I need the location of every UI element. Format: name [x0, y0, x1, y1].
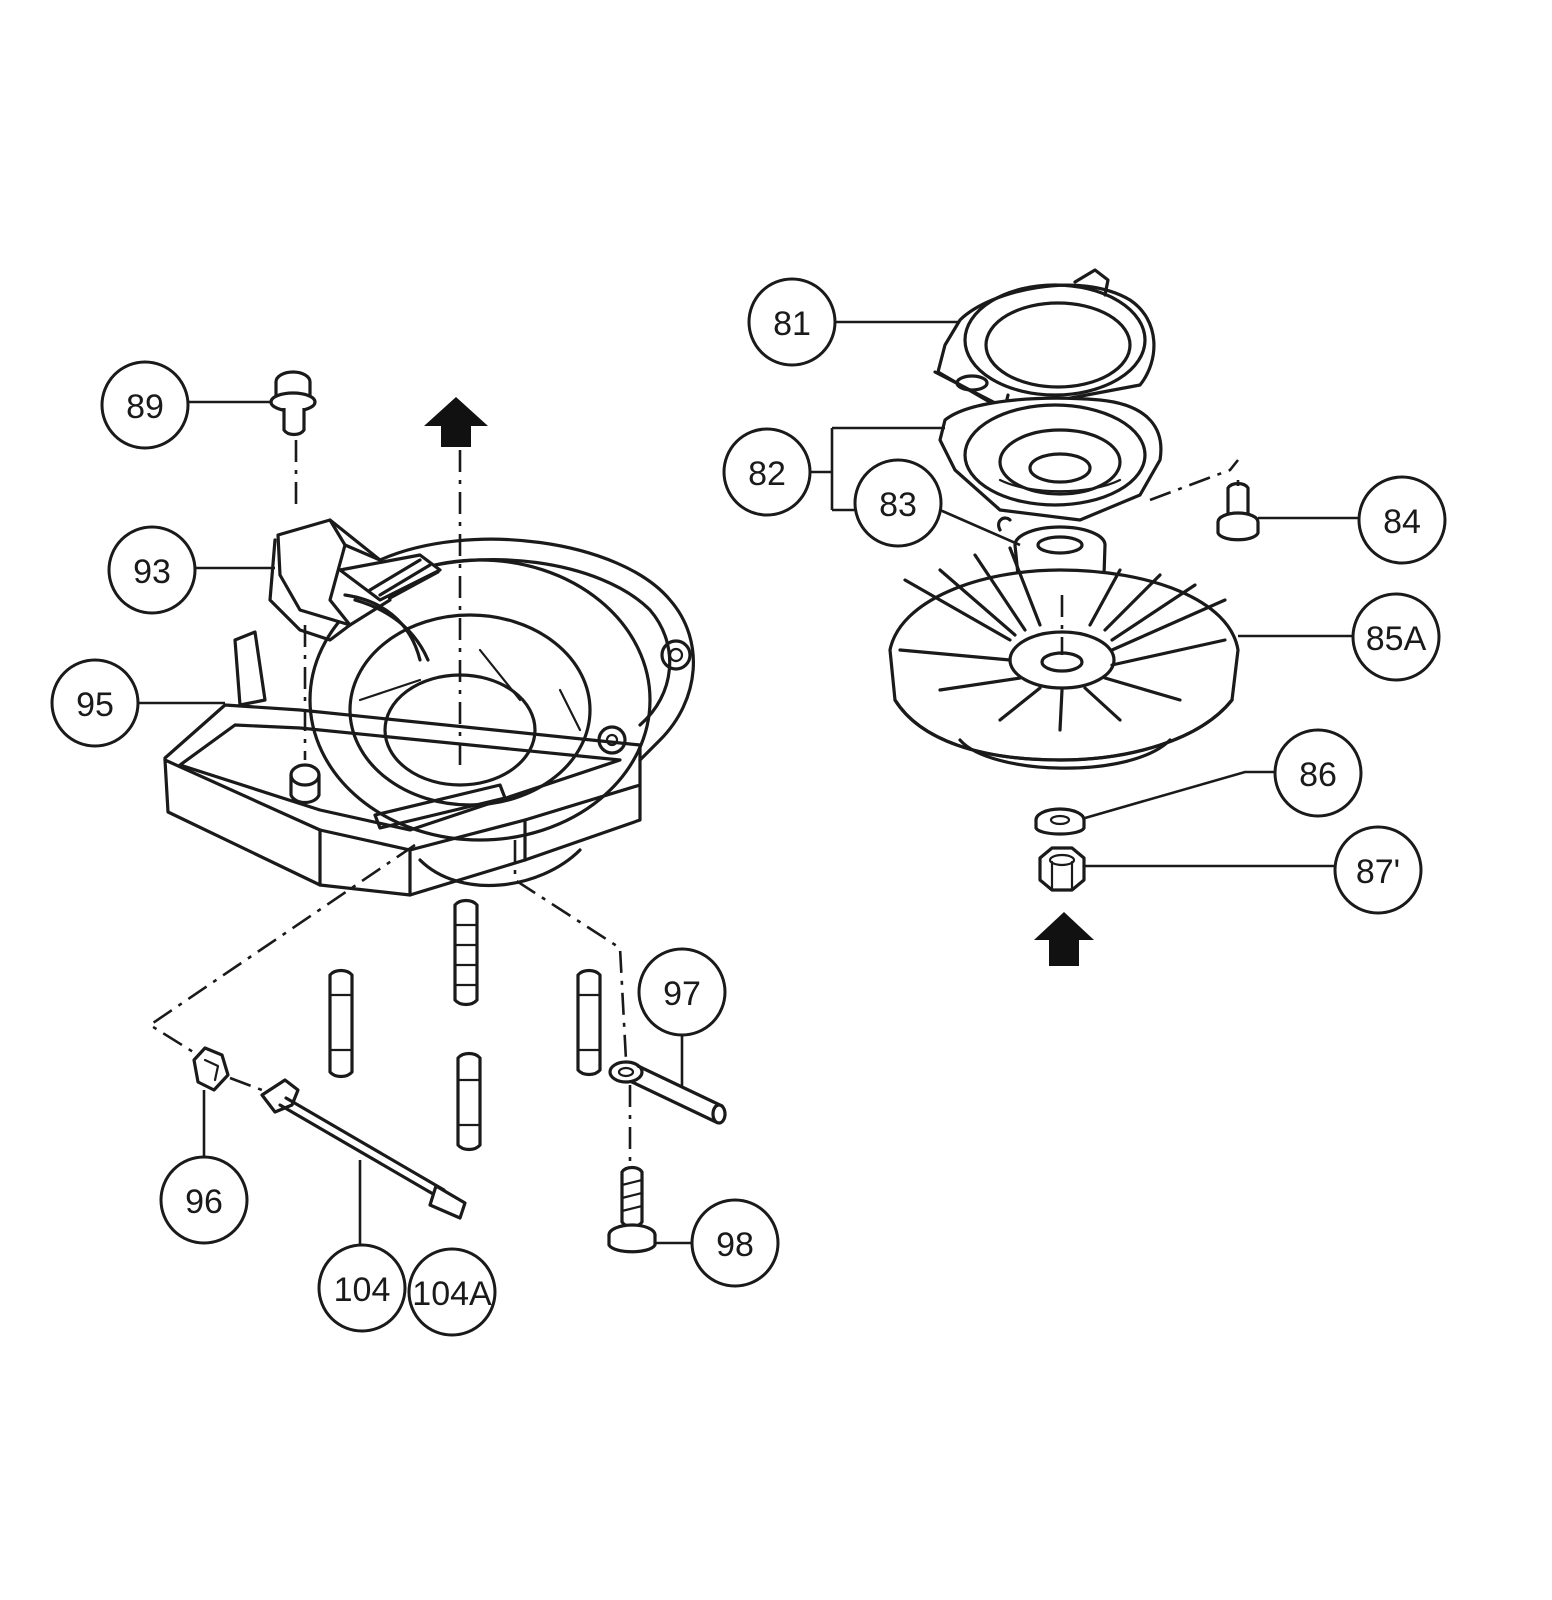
- screw-part-89: [269, 370, 317, 437]
- callout-label: 82: [748, 455, 786, 493]
- callout-82: 82: [722, 427, 812, 517]
- callout-label: 104A: [412, 1275, 492, 1313]
- callout-84: 84: [1357, 475, 1447, 565]
- callout-label: 95: [76, 686, 114, 724]
- axis-line-96: [147, 843, 416, 1057]
- leader-83: [939, 508, 1021, 547]
- fan-housing-assembly: [147, 370, 727, 1254]
- callout-96: 96: [159, 1155, 249, 1245]
- callout-83: 83: [853, 458, 943, 548]
- callout-label: 89: [126, 388, 164, 426]
- direction-arrow-up-icon: [424, 397, 488, 447]
- callout-81: 81: [747, 277, 837, 367]
- callout-label: 97: [663, 975, 701, 1013]
- cable-guide-part-97: [608, 1060, 727, 1125]
- callout-label: 93: [133, 553, 171, 591]
- callout-label: 83: [879, 486, 917, 524]
- callout-104a: 104A: [407, 1247, 497, 1337]
- ground-wire-part-104: [260, 1078, 467, 1220]
- callout-89: 89: [100, 360, 190, 450]
- callout-label: 81: [773, 305, 811, 343]
- fan-housing-part-95: [163, 537, 695, 897]
- leader-86: [1084, 770, 1276, 820]
- direction-arrow-up-icon: [1034, 912, 1094, 966]
- nut-part-87: [1038, 846, 1086, 892]
- callout-label: 104: [334, 1271, 391, 1309]
- leader-82: [810, 426, 945, 512]
- screw-part-98: [607, 1165, 657, 1254]
- flywheel-part-85a: [888, 546, 1240, 770]
- callout-label: 84: [1383, 503, 1421, 541]
- callout-86: 86: [1273, 728, 1363, 818]
- axis-line-104: [229, 1076, 263, 1092]
- callout-85a: 85A: [1351, 592, 1441, 682]
- callout-97: 97: [637, 947, 727, 1037]
- callout-87: 87': [1333, 825, 1423, 915]
- callout-label: 87': [1356, 853, 1400, 891]
- callout-label: 86: [1299, 756, 1337, 794]
- flywheel-starter-assembly: [888, 268, 1260, 966]
- washer-part-86: [1034, 807, 1086, 836]
- callout-104: 104: [317, 1243, 407, 1333]
- callout-98: 98: [690, 1198, 780, 1288]
- clip-part-96: [192, 1046, 230, 1092]
- callout-93: 93: [107, 525, 197, 615]
- leader-lines: [138, 320, 1360, 1245]
- starter-ring-part-81: [933, 268, 1156, 410]
- callout-label: 98: [716, 1226, 754, 1264]
- callout-label: 96: [185, 1183, 223, 1221]
- axis-line-97: [513, 840, 628, 1061]
- ignition-coil-part-93: [268, 518, 442, 662]
- starter-pulley-part-82: [938, 396, 1163, 522]
- callout-95: 95: [50, 658, 140, 748]
- axis-line-84: [1149, 459, 1240, 502]
- bolt-part-84: [1216, 481, 1260, 542]
- callout-label: 85A: [1366, 620, 1427, 658]
- stud-bolts: [328, 898, 602, 1152]
